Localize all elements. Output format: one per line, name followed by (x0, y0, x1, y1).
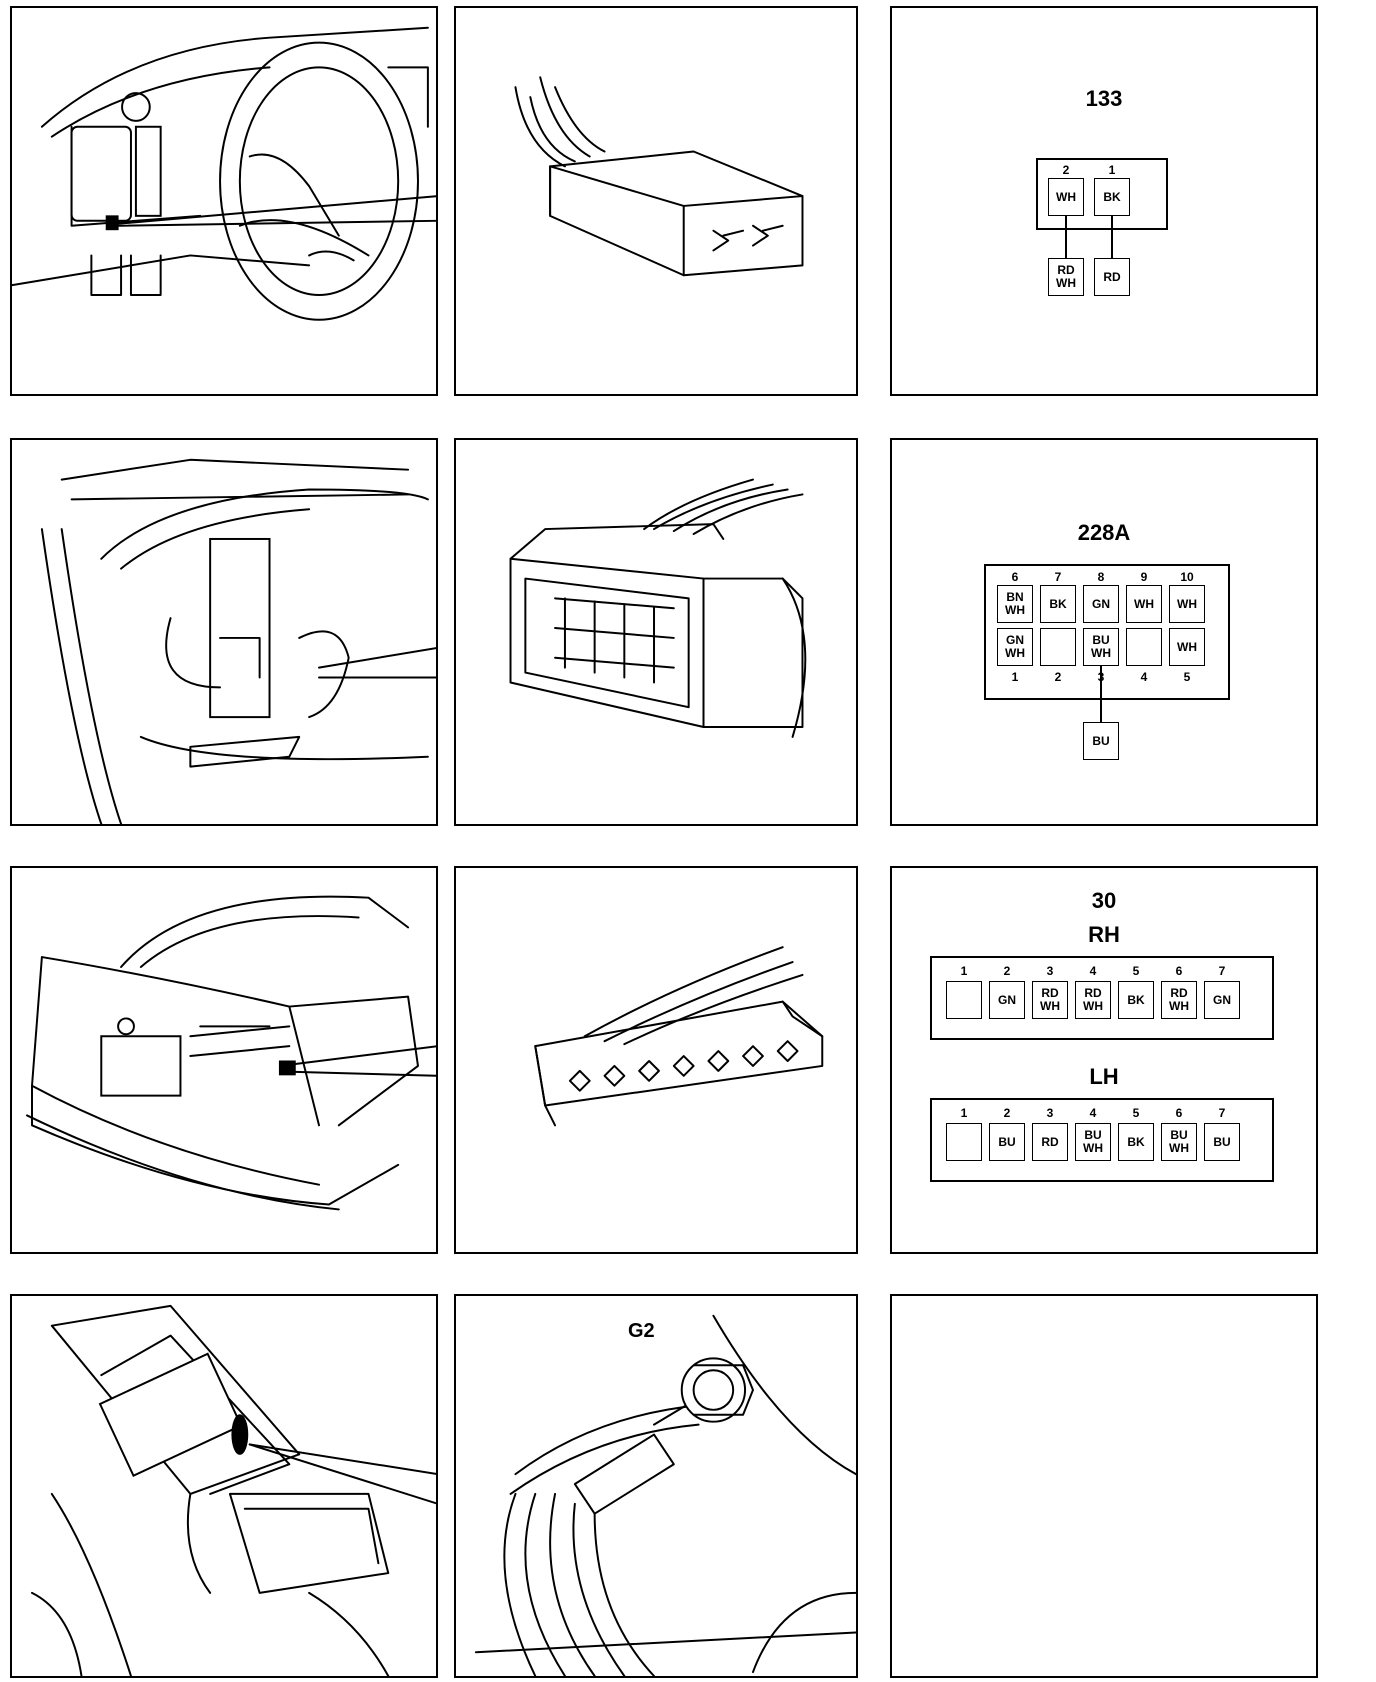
pin-cavity: GN (989, 981, 1025, 1019)
panel-empty (890, 1294, 1318, 1678)
pin-number: 6 (1175, 964, 1183, 978)
pin-number: 6 (1175, 1106, 1183, 1120)
pin-cavity: GN (1204, 981, 1240, 1019)
pin-number: 2 (1062, 163, 1070, 177)
pin-cavity: BU (1204, 1123, 1240, 1161)
pin-cavity: GN (1083, 585, 1119, 623)
panel-ground-point-g2: G2 (454, 1294, 858, 1678)
rear-car-illustration (26, 895, 436, 1211)
pin-number: 5 (1132, 964, 1140, 978)
pin-cavity-empty (946, 1123, 982, 1161)
pin-cavity: GN WH (997, 628, 1033, 666)
pin-cavity: BK (1094, 178, 1130, 216)
pin-number: 7 (1054, 570, 1062, 584)
pin-cavity: BK (1040, 585, 1076, 623)
connector-30-lh-label: LH (1089, 1064, 1119, 1089)
pin-cavity: WH (1048, 178, 1084, 216)
wire-line (1111, 216, 1113, 258)
panel-dashboard-location (10, 6, 438, 396)
pin-cavity: BK (1118, 1123, 1154, 1161)
pin-number: 4 (1089, 964, 1097, 978)
connector-7pin-illustration (534, 946, 824, 1127)
dashboard-illustration (12, 26, 436, 321)
pin-number: 8 (1097, 570, 1105, 584)
pin-cavity: WH (1169, 585, 1205, 623)
pin-cavity: BU (989, 1123, 1025, 1161)
pin-cavity: RD (1032, 1123, 1068, 1161)
panel-trunk-location (10, 438, 438, 826)
wire-line (1100, 666, 1102, 722)
connector-30-rh-label: RH (1088, 922, 1120, 947)
pin-cavity: WH (1169, 628, 1205, 666)
panel-connector-7pin-photo (454, 866, 858, 1254)
pin-number: 10 (1180, 570, 1194, 584)
pin-number: 6 (1011, 570, 1019, 584)
pin-cavity: BK (1118, 981, 1154, 1019)
wire-color-tag: RD (1094, 258, 1130, 296)
pin-cavity-empty (1126, 628, 1162, 666)
pin-cavity-empty (1040, 628, 1076, 666)
trunk-illustration (40, 458, 436, 824)
pin-cavity: BU WH (1083, 628, 1119, 666)
connector-228a-title: 228A (1077, 520, 1131, 545)
ground-point-illustration (474, 1314, 856, 1676)
pin-number: 7 (1218, 1106, 1226, 1120)
pin-number: 4 (1089, 1106, 1097, 1120)
pin-number: 2 (1054, 670, 1062, 684)
pin-number: 2 (1003, 964, 1011, 978)
panel-connector-10pin-photo (454, 438, 858, 826)
pin-cavity: WH (1126, 585, 1162, 623)
pin-number: 7 (1218, 964, 1226, 978)
pin-number: 1 (1011, 670, 1019, 684)
pin-number: 1 (960, 1106, 968, 1120)
pin-number: 9 (1140, 570, 1148, 584)
wire-color-tag: BU (1083, 722, 1119, 760)
pin-number: 2 (1003, 1106, 1011, 1120)
pin-number: 5 (1132, 1106, 1140, 1120)
pin-number: 3 (1046, 964, 1054, 978)
connector-133-title: 133 (1085, 86, 1123, 111)
pin-cavity: BN WH (997, 585, 1033, 623)
pin-number: 1 (1108, 163, 1116, 177)
wire-line (1065, 216, 1067, 258)
connector-2pin-illustration (514, 76, 804, 277)
engine-bay-illustration (31, 1304, 436, 1676)
panel-connector-228a: 228A 6 7 8 9 10 BN WH BK GN WH WH GN WH … (890, 438, 1318, 826)
connector-30-title: 30 (1091, 888, 1117, 913)
panel-connector-2pin-photo (454, 6, 858, 396)
pin-number: 1 (960, 964, 968, 978)
pin-cavity-empty (946, 981, 982, 1019)
connector-10pin-illustration (509, 478, 807, 738)
panel-rear-car-location (10, 866, 438, 1254)
pin-number: 5 (1183, 670, 1191, 684)
ground-label: G2 (628, 1320, 655, 1342)
wire-color-tag: RD WH (1048, 258, 1084, 296)
pin-number: 4 (1140, 670, 1148, 684)
panel-connector-133: 133 2 1 WH BK RD WH RD (890, 6, 1318, 396)
panel-engine-bay-location (10, 1294, 438, 1678)
pin-number: 3 (1046, 1106, 1054, 1120)
